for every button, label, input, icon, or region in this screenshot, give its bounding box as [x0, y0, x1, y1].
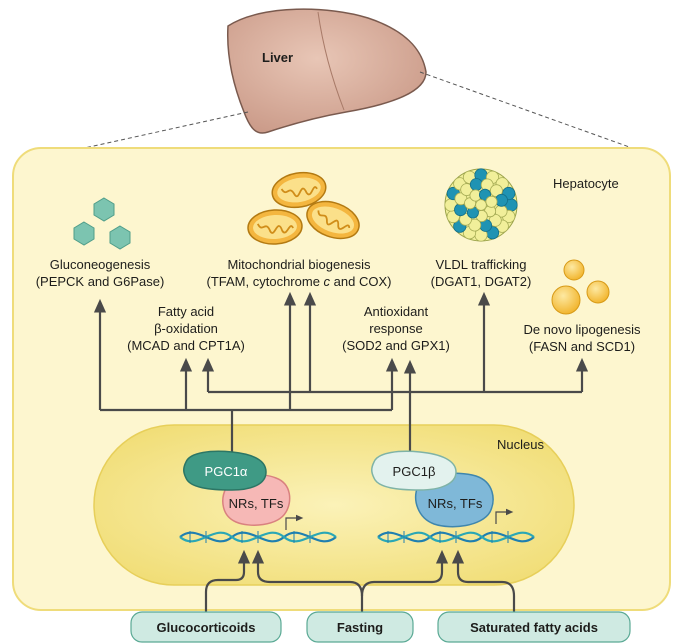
liver-label: Liver [262, 50, 293, 65]
svg-text:(FASN and SCD1): (FASN and SCD1) [529, 339, 635, 354]
svg-text:Glucocorticoids: Glucocorticoids [157, 620, 256, 635]
svg-text:(PEPCK and G6Pase): (PEPCK and G6Pase) [36, 274, 165, 289]
svg-text:(DGAT1, DGAT2): (DGAT1, DGAT2) [431, 274, 532, 289]
vldl-surface-sphere [475, 199, 487, 211]
svg-text:Antioxidant: Antioxidant [364, 304, 429, 319]
stimulus-fasting: Fasting [306, 611, 414, 643]
svg-text:Fasting: Fasting [337, 620, 383, 635]
svg-text:NRs, TFs: NRs, TFs [428, 496, 483, 511]
svg-text:PGC1α: PGC1α [205, 464, 248, 479]
dna-helix-left [179, 531, 337, 543]
vldl-surface-sphere [469, 178, 483, 191]
svg-text:(MCAD and CPT1A): (MCAD and CPT1A) [127, 338, 245, 353]
label-de-novo-lipogenesis: De novo lipogenesis (FASN and SCD1) [523, 322, 641, 354]
dna-helix-right [377, 531, 535, 543]
stimulus-arrows [204, 549, 516, 616]
svg-text:(SOD2 and GPX1): (SOD2 and GPX1) [342, 338, 450, 353]
label-fatty-acid-oxidation: Fatty acid β-oxidation (MCAD and CPT1A) [127, 304, 245, 353]
liver-lobe-line [317, 11, 345, 111]
svg-text:response: response [369, 321, 422, 336]
label-vldl-trafficking: VLDL trafficking (DGAT1, DGAT2) [431, 257, 532, 289]
pgc1b-arrows [201, 291, 589, 452]
transcription-arrow-left [285, 514, 304, 530]
svg-text:De novo lipogenesis: De novo lipogenesis [523, 322, 641, 337]
mitochondria-icon [247, 171, 360, 245]
pgc1b-protein: PGC1β [371, 450, 457, 491]
zoom-line-left [29, 111, 249, 161]
svg-text:NRs, TFs: NRs, TFs [229, 496, 284, 511]
svg-text:PGC1β: PGC1β [393, 464, 436, 479]
vldl-particle-icon [444, 168, 518, 242]
svg-text:Mitochondrial biogenesis: Mitochondrial biogenesis [227, 257, 371, 272]
pgc1a-protein: PGC1α [183, 450, 267, 491]
glucose-hexagons-icon [73, 197, 131, 250]
label-antioxidant-response: Antioxidant response (SOD2 and GPX1) [342, 304, 450, 353]
label-mitochondrial-biogenesis: Mitochondrial biogenesis (TFAM, cytochro… [207, 257, 392, 289]
svg-text:VLDL trafficking: VLDL trafficking [435, 257, 526, 272]
vldl-surface-sphere [468, 218, 482, 232]
stimulus-saturated-fatty-acids: Saturated fatty acids [437, 611, 631, 643]
svg-text:Gluconeogenesis: Gluconeogenesis [50, 257, 151, 272]
lipid-droplets-icon [551, 259, 610, 315]
label-gluconeogenesis: Gluconeogenesis (PEPCK and G6Pase) [36, 257, 165, 289]
liver-organ: Liver [226, 8, 427, 134]
vldl-surface-sphere [485, 195, 498, 208]
svg-text:(TFAM, cytochrome c and COX): (TFAM, cytochrome c and COX) [207, 274, 392, 289]
svg-text:Saturated fatty acids: Saturated fatty acids [470, 620, 598, 635]
liver-shape [226, 8, 427, 134]
zoom-line-right [419, 71, 661, 159]
nucleus-label: Nucleus [497, 437, 544, 452]
svg-text:β-oxidation: β-oxidation [154, 321, 218, 336]
hepatocyte-label: Hepatocyte [553, 176, 619, 191]
stimulus-glucocorticoids: Glucocorticoids [130, 611, 282, 643]
transcription-arrow-right [495, 508, 514, 524]
svg-text:Fatty acid: Fatty acid [158, 304, 214, 319]
